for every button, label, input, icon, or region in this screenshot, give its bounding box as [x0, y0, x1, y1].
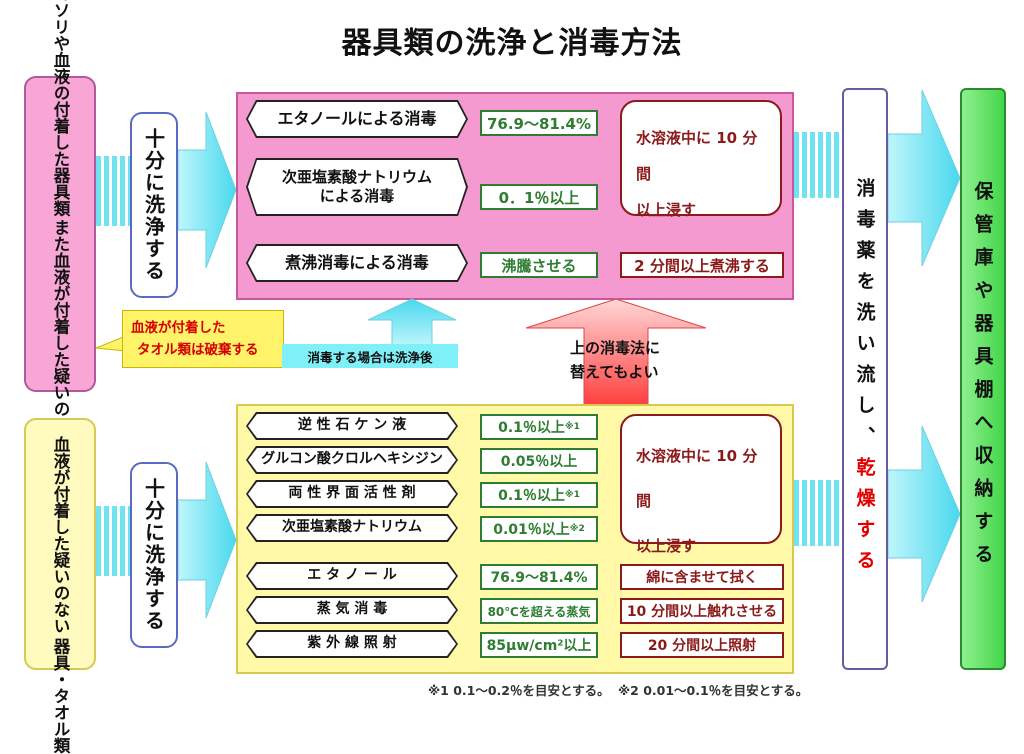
bottom-method-label: グルコン酸クロルヘキシジン	[248, 448, 456, 472]
dry-label: 乾燥する	[853, 456, 876, 581]
bottom-cond-value: 85μw/cm²以上	[486, 638, 592, 654]
replace-line2: 替えてもよい	[570, 363, 659, 381]
wash-step-top: 十分に洗浄する	[130, 112, 178, 298]
bottom-cond-5: 80℃を超える蒸気	[480, 598, 598, 624]
method-boiling: 煮沸消毒による消毒	[246, 244, 468, 282]
bottom-cond-4: 76.9～81.4%	[480, 564, 598, 590]
bottom-cond-6: 85μw/cm²以上	[480, 632, 598, 658]
bottom-method-label: 蒸 気 消 毒	[248, 598, 456, 622]
bottom-method-label: 次亜塩素酸ナトリウム	[248, 516, 456, 540]
bottom-action-6: 20 分間以上照射	[620, 632, 784, 658]
bottom-method-5: 蒸 気 消 毒	[246, 596, 458, 624]
wash-step-bottom: 十分に洗浄する	[130, 462, 178, 648]
flow-stripes	[96, 156, 130, 226]
category-no-blood-line1: 血液が付着した疑いのない	[51, 436, 70, 634]
arrow-to-storage-bottom	[888, 425, 960, 603]
bottom-cond-3: 0.01％以上※2	[480, 516, 598, 542]
bottom-cond-value: 0.1％以上	[498, 420, 565, 436]
bottom-method-3: 次亜塩素酸ナトリウム	[246, 514, 458, 542]
bottom-method-1: グルコン酸クロルヘキシジン	[246, 446, 458, 474]
footnote-1: ※1 0.1～0.2％を目安とする。	[428, 683, 610, 698]
method-ethanol: エタノールによる消毒	[246, 100, 468, 138]
callout-discard-towels: 血液が付着した タオル類は破棄する	[122, 310, 284, 368]
bottom-method-label: 逆 性 石 ケ ン 液	[248, 414, 456, 438]
bottom-method-6: 紫 外 線 照 射	[246, 630, 458, 658]
soak-note-bottom-line2: 以上浸す	[636, 537, 697, 555]
bottom-cond-2: 0.1％以上※1	[480, 482, 598, 508]
storage-step: 保管庫や器具棚へ収納する	[960, 88, 1006, 670]
wash-label-bottom: 十分に洗浄する	[141, 478, 166, 632]
bottom-cond-value: 76.9～81.4%	[490, 570, 588, 586]
bottom-method-label: 紫 外 線 照 射	[248, 632, 456, 656]
bottom-cond-value: 0.1％以上	[498, 488, 565, 504]
bottom-cond-value: 0.05％以上	[500, 454, 578, 470]
category-line-1: カミソリや血液の付着した器具類	[51, 0, 70, 217]
wash-label-top: 十分に洗浄する	[141, 128, 166, 282]
arrow-to-disinfection-bottom	[178, 461, 236, 619]
arrow-to-storage-top	[888, 89, 960, 267]
flow-stripes-right-bottom	[794, 480, 842, 546]
bottom-cond-value: 80℃を超える蒸気	[487, 604, 591, 619]
rinse-dry-step: 消毒薬を洗い流し、乾燥する	[842, 88, 888, 670]
bottom-cond-0: 0.1％以上※1	[480, 414, 598, 440]
soak-note-bottom-line1: 水溶液中に 10 分間	[636, 447, 758, 510]
replace-line1: 上の消毒法に	[570, 339, 661, 357]
action-boiling: 2 分間以上煮沸する	[620, 252, 784, 278]
footnote-2: ※2 0.01～0.1％を目安とする。	[618, 683, 809, 698]
method-hypochlorite: 次亜塩素酸ナトリウム による消毒	[246, 158, 468, 216]
bottom-cond-value: 0.01％以上	[493, 522, 570, 538]
method-hypochlorite-line1: 次亜塩素酸ナトリウム	[281, 168, 432, 187]
storage-label: 保管庫や器具棚へ収納する	[971, 181, 994, 577]
bottom-method-label: エ タ ノ ー ル	[248, 564, 456, 588]
arrow-to-disinfection	[178, 111, 236, 269]
bottom-method-0: 逆 性 石 ケ ン 液	[246, 412, 458, 440]
footnote-mark: ※2	[569, 524, 585, 534]
method-ethanol-label: エタノールによる消毒	[248, 102, 466, 136]
arrow-up-after-wash	[367, 298, 457, 346]
bottom-method-2: 両 性 界 面 活 性 剤	[246, 480, 458, 508]
bottom-method-label: 両 性 界 面 活 性 剤	[248, 482, 456, 506]
soak-note-top-line2: 以上浸す	[636, 201, 697, 219]
method-hypochlorite-line2: による消毒	[319, 187, 395, 205]
callout-line2: タオル類は破棄する	[137, 342, 259, 358]
flow-stripes-right-top	[794, 132, 842, 198]
bottom-action-4: 綿に含ませて拭く	[620, 564, 784, 590]
method-boiling-label: 煮沸消毒による消毒	[248, 246, 466, 280]
bottom-action-5: 10 分間以上触れさせる	[620, 598, 784, 624]
soak-note-top: 水溶液中に 10 分間 以上浸す	[620, 100, 782, 219]
soak-note-top-line1: 水溶液中に 10 分間	[636, 129, 758, 183]
cond-hypochlorite: 0．1％以上	[480, 184, 598, 210]
cond-boiling: 沸騰させる	[480, 252, 598, 278]
footnote-mark: ※1	[564, 422, 580, 432]
bottom-method-4: エ タ ノ ー ル	[246, 562, 458, 590]
cond-ethanol: 76.9～81.4%	[480, 110, 598, 136]
rinse-label: 消毒薬を洗い流し、	[853, 177, 876, 457]
callout-line1: 血液が付着した	[131, 320, 226, 336]
category-no-blood-line2: 器具・タオル類	[51, 638, 70, 754]
category-blood-contaminated: カミソリや血液の付着した器具類 また血液が付着した疑いのある器具類	[24, 0, 96, 499]
after-wash-label: 消毒する場合は洗浄後	[282, 344, 458, 368]
flow-stripes-bottom	[96, 506, 130, 576]
soak-note-bottom: 水溶液中に 10 分間 以上浸す	[620, 414, 782, 555]
replace-label: 上の消毒法に 替えてもよい	[570, 336, 660, 384]
category-no-blood: 血液が付着した疑いのない 器具・タオル類	[24, 418, 96, 754]
bottom-cond-1: 0.05％以上	[480, 448, 598, 474]
page-title: 器具類の洗浄と消毒方法	[341, 26, 683, 61]
footnote-mark: ※1	[564, 490, 580, 500]
arrow-replace-method	[525, 298, 707, 408]
